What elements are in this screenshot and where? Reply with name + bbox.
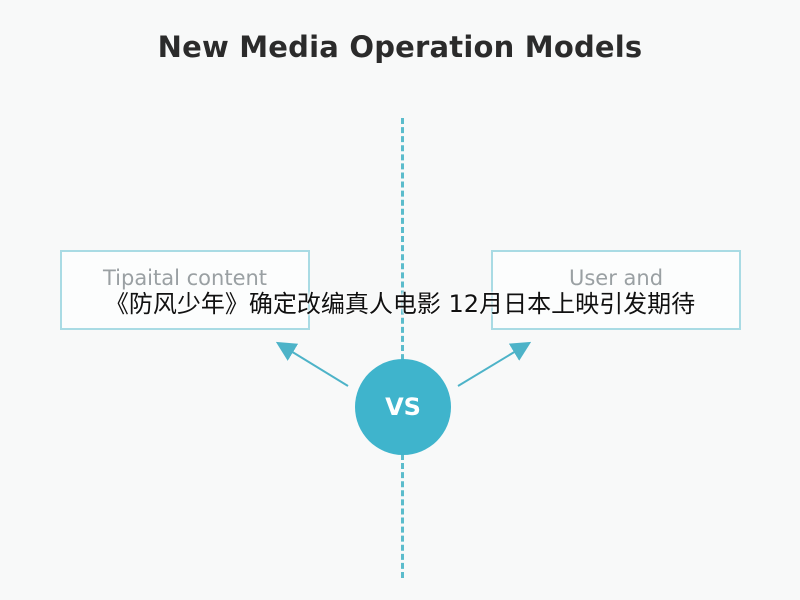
left-arrow bbox=[275, 341, 349, 387]
overlay-caption: 《防风少年》确定改编真人电影 12月日本上映引发期待 bbox=[104, 290, 696, 318]
right-model-label: User and bbox=[568, 266, 664, 290]
center-divider-line bbox=[401, 118, 404, 578]
left-model-label: Tipaital content bbox=[102, 266, 268, 290]
diagram-title: New Media Operation Models bbox=[157, 30, 643, 64]
right-arrow bbox=[457, 341, 532, 387]
vs-badge: VS bbox=[355, 359, 451, 455]
vs-label: VS bbox=[385, 393, 421, 421]
left-model-box: Tipaital content bbox=[60, 250, 310, 330]
right-model-box: User and bbox=[491, 250, 741, 330]
